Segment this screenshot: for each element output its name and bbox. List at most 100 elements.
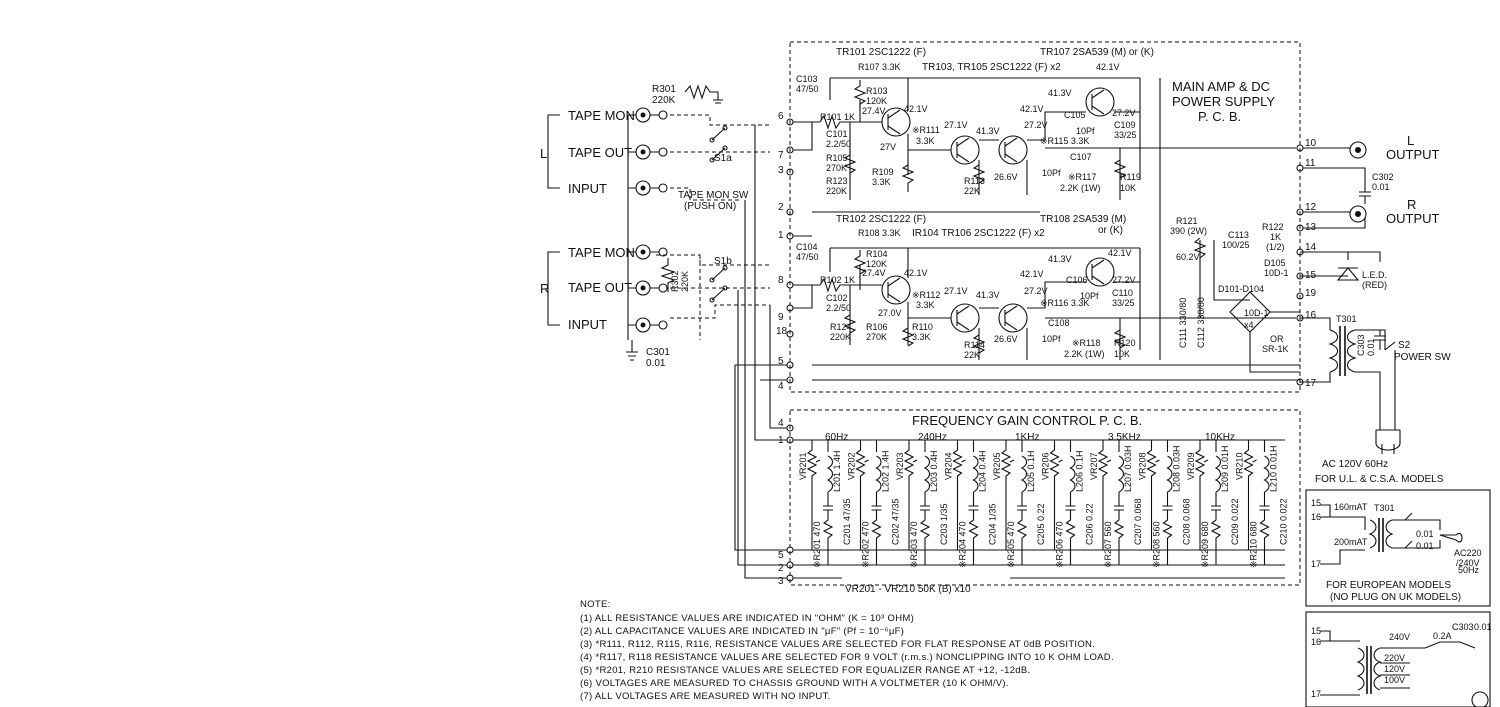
pin-14: 14 [1305, 242, 1317, 253]
note-7: (7) ALL VOLTAGES ARE MEASURED WITH NO IN… [580, 691, 831, 702]
r120-label: R120 [1114, 338, 1136, 348]
r121-label: R121 [1176, 216, 1198, 226]
euro-caption-2: (NO PLUG ON UK MODELS) [1330, 592, 1461, 603]
euro-variant-box [1305, 489, 1491, 607]
pin-19: 19 [1305, 288, 1317, 299]
r113-value: 22K [964, 186, 980, 196]
right-tape-out-jack [635, 280, 651, 296]
pin-10: 10 [1305, 138, 1317, 149]
freq-pin-5: 5 [778, 550, 784, 561]
notes-block: NOTE: (1) ALL RESISTANCE VALUES ARE INDI… [580, 599, 1114, 702]
c108-value: 10Pf [1042, 334, 1061, 344]
eq-resistor-label: ※R204 470 [958, 521, 968, 568]
r107-label: R107 3.3K [858, 62, 901, 72]
r108-label: R108 3.3K [858, 228, 901, 238]
s2-label: S2 [1398, 340, 1411, 351]
pin-2: 2 [778, 202, 784, 213]
note-6: (6) VOLTAGES ARE MEASURED TO CHASSIS GRO… [580, 678, 1009, 689]
main-pins-left: 6 7 3 2 1 8 9 18 5 4 [776, 111, 794, 392]
v-27-1-upper: 27.1V [944, 120, 968, 130]
euro-pin-15: 15 [1311, 498, 1321, 508]
tap-100v: 100V [1384, 675, 1405, 685]
v-27-2-upper-b: 27.2V [1112, 108, 1136, 118]
s1b-switch: S1b [656, 254, 770, 340]
v-26-6-upper: 26.6V [994, 172, 1018, 182]
c104-label: C104 [796, 242, 818, 252]
v-41-3-upper-a: 41.3V [976, 126, 1000, 136]
v-42-1-lower-a: 42.1V [904, 268, 928, 278]
d105-label: D105 [1264, 258, 1286, 268]
s1b-label: S1b [714, 256, 732, 267]
d101-d104-label: D101-D104 [1218, 284, 1264, 294]
note-4: (4) *R117, R118 RESISTANCE VALUES ARE SE… [580, 652, 1114, 663]
r117-value: 2.2K (1W) [1060, 183, 1101, 193]
r124-label: R124 [830, 322, 852, 332]
r114-value: 22K [964, 350, 980, 360]
c110-label: C110 [1112, 288, 1133, 298]
r301-resistor [684, 84, 723, 104]
vr-label[interactable]: VR207 [1089, 452, 1099, 480]
r104-label: R104 [866, 249, 888, 259]
note-2: (2) ALL CAPACITANCE VALUES ARE INDICATED… [580, 626, 904, 637]
multi-pin-15: 15 [1311, 626, 1321, 636]
t301-label: T301 [1336, 314, 1357, 324]
v-42-1-upper-b: 42.1V [1020, 104, 1044, 114]
vr-label[interactable]: VR203 [895, 452, 905, 480]
c113-value: 100/25 [1222, 240, 1250, 250]
eq-resistor-label: ※R202 470 [861, 521, 871, 568]
left-output-jack [1349, 141, 1367, 159]
eq-resistor-label: ※R210 680 [1249, 521, 1259, 568]
c110-value: 33/25 [1112, 298, 1135, 308]
pin-18: 18 [776, 326, 788, 337]
r302-resistor [660, 258, 676, 292]
vr-label[interactable]: VR204 [944, 452, 954, 480]
vr-label[interactable]: VR201 [798, 452, 808, 480]
r104-value: 120K [866, 259, 887, 269]
vr-label[interactable]: VR206 [1041, 452, 1051, 480]
v-27-0-lower: 27.0V [878, 308, 902, 318]
v-41-3-lower-b: 41.3V [1048, 254, 1072, 264]
right-output-jack [1349, 205, 1367, 223]
vr-label[interactable]: VR210 [1235, 452, 1245, 480]
eq-section-wiring [1243, 440, 1270, 565]
tr108-label-2: or (K) [1098, 225, 1123, 236]
transformer-t301 [1300, 317, 1386, 430]
left-tape-mon-jack [635, 107, 651, 123]
pin-8: 8 [778, 275, 784, 286]
r103-label: R103 [866, 86, 888, 96]
vr-label[interactable]: VR202 [847, 452, 857, 480]
vr-label[interactable]: VR205 [992, 452, 1002, 480]
euro-pin-16: 16 [1311, 512, 1321, 522]
eq-resistor-label: ※R207 560 [1103, 521, 1113, 568]
band-3-5khz: 3.5KHz [1108, 432, 1141, 443]
v-41-3-lower-a: 41.3V [976, 290, 1000, 300]
v-42-1-lower-b: 42.1V [1020, 269, 1044, 279]
r106-label: R106 [866, 322, 888, 332]
v-41-3-upper-b: 41.3V [1048, 88, 1072, 98]
note-5: (5) *R201, R210 RESISTANCE VALUES ARE SE… [580, 665, 1030, 676]
pin-11: 11 [1305, 158, 1316, 169]
vr-note: VR201 - VR210 50K (B) x10 [845, 584, 971, 595]
euro-t301: T301 [1374, 503, 1395, 513]
inductor-label: L205 0.1H [1026, 450, 1036, 492]
c102-value: 2.2/50 [826, 303, 851, 313]
vr-label[interactable]: VR209 [1186, 452, 1196, 480]
eq-section-wiring [952, 440, 979, 565]
transistor-tr108 [1085, 257, 1115, 287]
ac-rating: AC 120V 60Hz [1322, 459, 1388, 470]
right-tape-out-label: TAPE OUT [568, 280, 632, 295]
tape-mon-sw-line1: TAPE MON SW [678, 190, 749, 201]
capacitor-label: C210 0.022 [1279, 498, 1289, 545]
v-27-2-upper-a: 27.2V [1024, 120, 1048, 130]
main-amp-border [789, 41, 1301, 393]
bridge-value: 10D-1 [1244, 308, 1269, 318]
right-tape-mon-jack [635, 244, 651, 260]
r110-value: 3.3K [912, 332, 931, 342]
vr-label[interactable]: VR208 [1138, 452, 1148, 480]
eq-section-wiring [1194, 440, 1222, 565]
tr104-label: IR104 TR106 2SC1222 (F) x2 [912, 228, 1045, 239]
multi-c303-value: 0.01 [1474, 622, 1492, 632]
